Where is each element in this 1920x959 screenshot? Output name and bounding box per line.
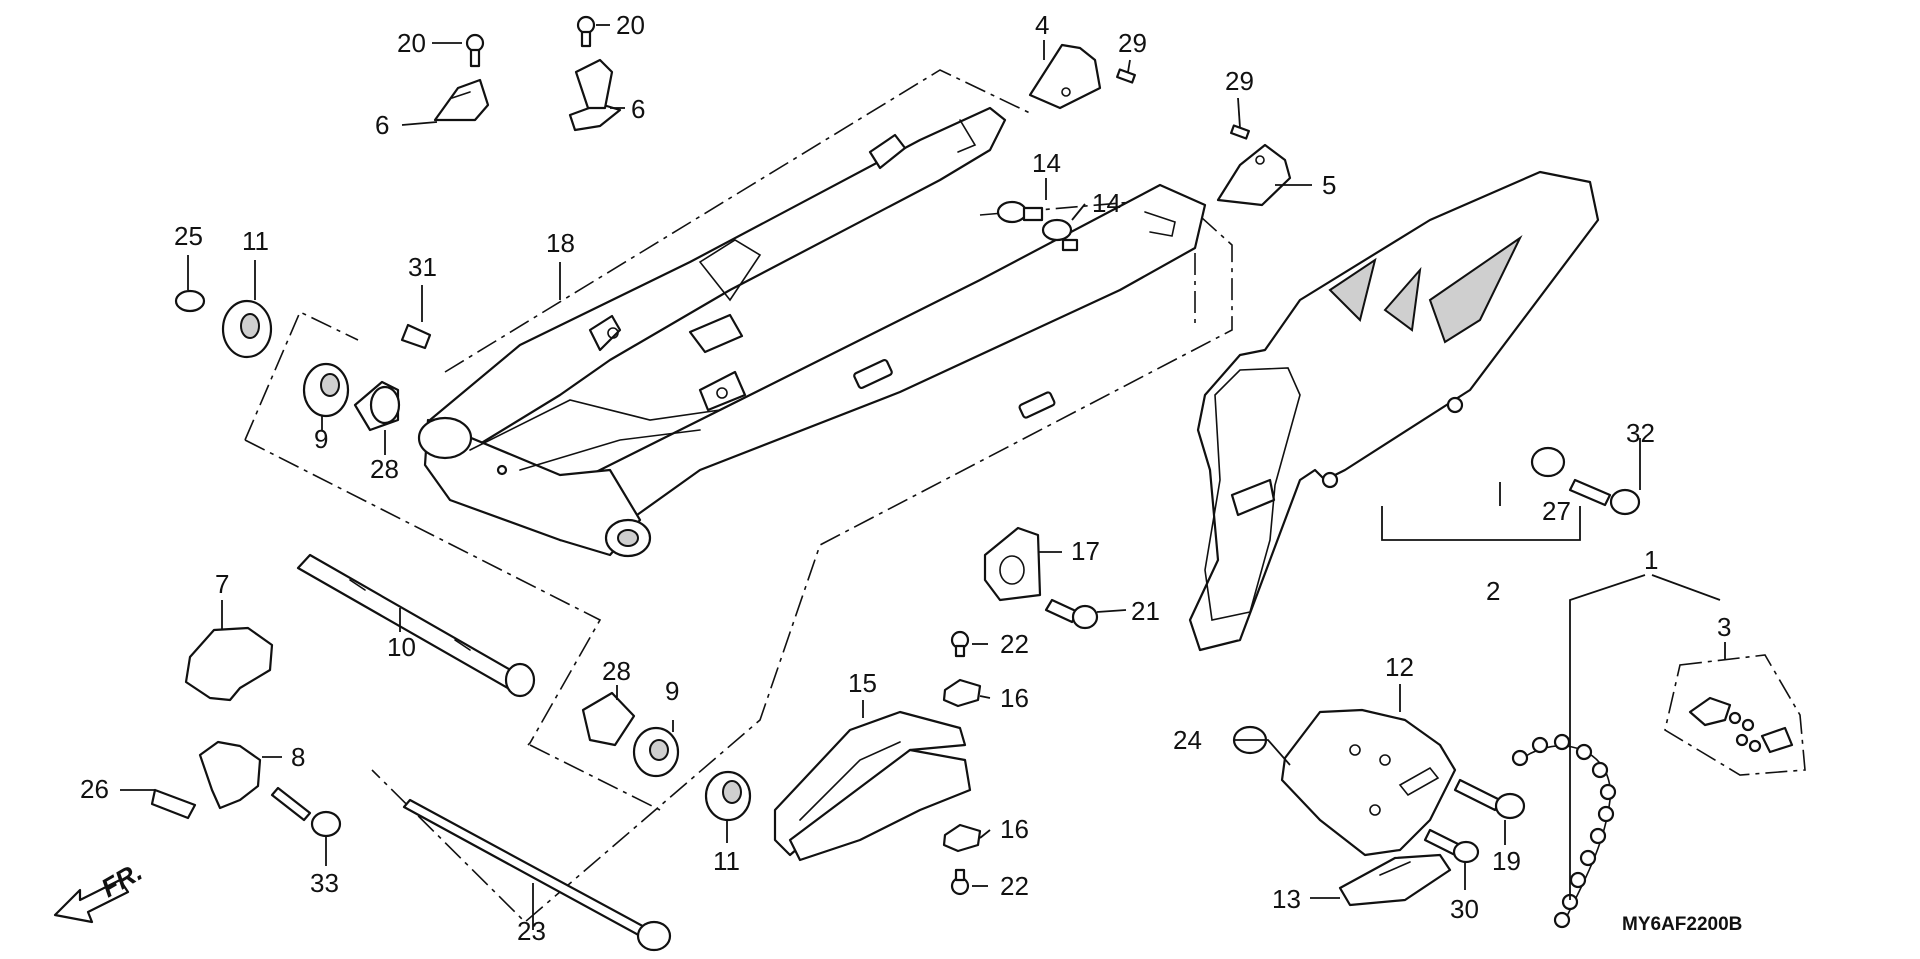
bolt-20-right <box>576 15 596 48</box>
callout-14-left: 14 <box>1032 148 1061 178</box>
chain-guide-12 <box>1280 708 1457 857</box>
guide-6-left <box>433 78 490 122</box>
collar-7 <box>184 626 274 702</box>
callout-8: 8 <box>291 742 305 772</box>
callout-6-right: 6 <box>631 94 645 124</box>
bolt-33 <box>270 786 342 838</box>
callout-numbers: 20 20 6 6 4 29 29 5 14 14 25 11 31 18 9 … <box>80 10 1742 946</box>
cap-25 <box>174 289 206 313</box>
callout-33: 33 <box>310 868 339 898</box>
drive-chain-1 <box>1511 733 1617 929</box>
washer-11-bottom <box>704 770 752 822</box>
callout-22-bottom: 22 <box>1000 871 1029 901</box>
callout-11-bottom: 11 <box>713 846 740 876</box>
grease-fitting-31 <box>400 323 432 350</box>
callout-10: 10 <box>387 632 416 662</box>
callout-12: 12 <box>1385 652 1414 682</box>
screw-22-bottom <box>950 868 970 896</box>
slider-13 <box>1338 853 1452 907</box>
callout-26: 26 <box>80 774 109 804</box>
callout-3: 3 <box>1717 612 1731 642</box>
callout-20-left: 20 <box>397 28 426 58</box>
adjuster-14-b <box>1041 218 1079 252</box>
callout-27: 27 <box>1542 496 1571 526</box>
screw-29-side <box>1230 124 1250 140</box>
seal-9-bottom <box>632 726 680 778</box>
pivot-shaft-10 <box>296 553 536 698</box>
callout-5: 5 <box>1322 170 1336 200</box>
screw-29-top <box>1116 68 1136 84</box>
callout-25: 25 <box>174 221 203 251</box>
callout-11-top: 11 <box>242 226 269 256</box>
washer-11-top <box>221 299 273 359</box>
pin-26 <box>150 788 197 820</box>
callout-18: 18 <box>546 228 575 258</box>
bolt-23 <box>402 798 672 952</box>
callout-16-top: 16 <box>1000 683 1029 713</box>
diagram-code: MY6AF2200B <box>1622 914 1742 935</box>
callout-22-top: 22 <box>1000 629 1029 659</box>
plate-8 <box>198 740 262 810</box>
callout-23: 23 <box>517 916 546 946</box>
nut-16-top <box>942 678 982 708</box>
front-direction-arrow-icon <box>53 878 130 924</box>
callout-7: 7 <box>215 569 229 599</box>
callout-leaders <box>120 24 1726 930</box>
callout-16-bottom: 16 <box>1000 814 1029 844</box>
callout-9-bottom: 9 <box>665 676 679 706</box>
bolt-32 <box>1568 478 1641 516</box>
callout-28-top: 28 <box>370 454 399 484</box>
callout-24: 24 <box>1173 725 1202 755</box>
callout-32: 32 <box>1626 418 1655 448</box>
adjuster-plate-5 <box>1216 143 1292 207</box>
bearing-28-top <box>353 380 401 432</box>
callout-13: 13 <box>1272 884 1301 914</box>
callout-6-left: 6 <box>375 110 389 140</box>
bolt-20-left <box>465 33 485 68</box>
seal-9-top <box>302 362 350 418</box>
collar-27 <box>1530 446 1566 478</box>
master-link-set-3 <box>1664 654 1806 776</box>
callout-14-right: 14 <box>1092 188 1121 218</box>
screw-22-top <box>950 630 970 658</box>
plate-17 <box>983 526 1042 602</box>
callout-2: 2 <box>1486 576 1500 606</box>
adjuster-plate-4 <box>1028 43 1102 110</box>
bolt-19 <box>1453 778 1526 820</box>
bolt-21 <box>1044 598 1099 630</box>
callout-4: 4 <box>1035 10 1049 40</box>
adjuster-14-a <box>996 200 1044 224</box>
callout-21: 21 <box>1131 596 1160 626</box>
chain-case <box>1188 170 1600 652</box>
callout-20-right: 20 <box>616 10 645 40</box>
callout-19: 19 <box>1492 846 1521 876</box>
callout-28-bottom: 28 <box>602 656 631 686</box>
guide-6-right <box>568 58 622 132</box>
callout-29-side: 29 <box>1225 66 1254 96</box>
swingarm <box>417 106 1207 558</box>
callout-31: 31 <box>408 252 437 282</box>
bolt-30 <box>1423 828 1480 864</box>
callout-30: 30 <box>1450 894 1479 924</box>
callout-9-top: 9 <box>314 424 328 454</box>
bearing-28-bottom <box>581 691 636 747</box>
callout-29-top: 29 <box>1118 28 1147 58</box>
nut-16-bottom <box>942 823 982 853</box>
callout-1: 1 <box>1644 545 1658 575</box>
chain-slider-15 <box>773 710 972 862</box>
callout-15: 15 <box>848 668 877 698</box>
callout-17: 17 <box>1071 536 1100 566</box>
